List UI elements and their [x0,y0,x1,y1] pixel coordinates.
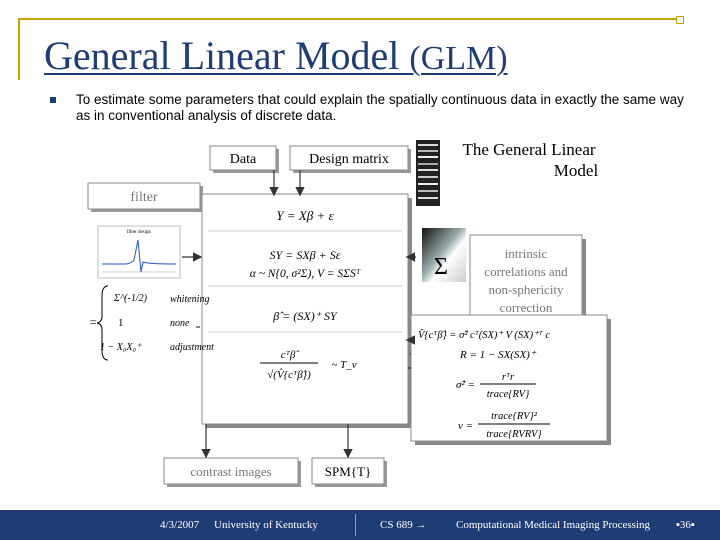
eq-nu-den: trace{RVRV} [486,429,542,440]
contrast-images-label: contrast images [190,464,271,479]
s-row2: 1 [118,317,124,329]
diagram-arrows [182,170,416,459]
bullet-text: To estimate some parameters that could e… [76,92,684,123]
eq-t-denominator: √(V̂{cᵀβ̂}) [267,368,311,381]
bullet-icon [50,97,56,103]
glm-heading-line2: Model [554,161,599,180]
sigma-symbol: Σ [434,254,448,280]
s-row3-word: adjustment [170,342,214,353]
intrinsic-line3: non-sphericity [488,282,564,297]
data-box-label: Data [230,152,257,167]
eq-sigma-num: rᵀr [502,372,515,383]
s-label: S = [86,315,97,329]
top-decorative-rule [18,18,678,20]
glm-diagram: Data Design matrix The General Linear Mo… [86,140,611,487]
intrinsic-line1: intrinsic [505,246,548,261]
intrinsic-correlations-box: intrinsic correlations and non-sphericit… [469,234,586,319]
intrinsic-line2: correlations and [484,264,568,279]
contrast-images-box: contrast images [163,457,301,487]
spm-label: SPM{T} [325,464,371,479]
rule-end-square [676,16,684,24]
design-matrix-label: Design matrix [309,152,389,167]
footer-topic: Computational Medical Imaging Processing [456,519,650,531]
filter-box-label: filter [130,190,158,205]
filter-plot-title: filter design [127,230,152,235]
eq-v: V̂{cᵀβ̂} = σ̂² cᵀ(SX)⁺ V (SX)⁺ᵀ c [418,328,550,341]
left-decorative-rule [18,18,20,80]
glm-heading-line1: The General Linear [462,140,595,159]
design-matrix-box: Design matrix [289,145,411,173]
filter-design-plot: filter design [97,225,181,279]
s-row3: 1 − X₀X₀⁺ [100,342,142,353]
title-paren: (GLM) [409,40,508,77]
footer-date: 4/3/2007 [160,519,200,531]
eq-y: Y = Xβ + ε [276,208,334,223]
eq-sigma-lhs: σ̂² = [456,379,475,391]
design-matrix-thumbnail [416,140,440,206]
main-equation-box: Y = Xβ + ε SY = SXβ + Sε α ~ N{0, σ²Σ), … [201,193,412,428]
data-box: Data [209,145,279,173]
title-main: General Linear Model [44,33,410,78]
s-row1: Σ^(-1/2) [113,293,148,304]
slide-title: General Linear Model (GLM) [44,32,508,79]
eq-beta: β̂ = (SX)⁺ SY [272,309,338,323]
eq-sy: SY = SXβ + Sε [270,248,341,262]
eq-t-rhs: ~ T_ν [331,359,356,371]
footer-divider [355,514,356,536]
footer-bar: 4/3/2007 University of Kentucky CS 689 →… [0,510,720,540]
variance-equation-box: V̂{cᵀβ̂} = σ̂² cᵀ(SX)⁺ V (SX)⁺ᵀ c R = 1 … [410,314,611,445]
filter-box: filter [87,182,203,212]
sigma-correlation-image: Σ [422,228,466,282]
s-row2-word: none [170,318,190,329]
eq-alpha: α ~ N{0, σ²Σ), V = SΣSᵀ [250,268,361,280]
eq-nu-num: trace{RV}² [491,411,538,422]
eq-sigma-den: trace{RV} [487,389,530,400]
footer-page-number: ▪36▪ [676,519,695,531]
intrinsic-line4: correction [500,300,553,315]
s-row1-word: whitening [170,294,209,305]
footer-course: CS 689 → [380,519,427,531]
s-definition: S = Σ^(-1/2) whitening 1 none 1 − X₀X₀⁺ … [86,285,214,361]
footer-org: University of Kentucky [214,519,318,531]
eq-r: R = 1 − SX(SX)⁺ [459,349,537,361]
eq-nu-lhs: ν = [458,420,473,432]
spm-box: SPM{T} [311,457,387,487]
